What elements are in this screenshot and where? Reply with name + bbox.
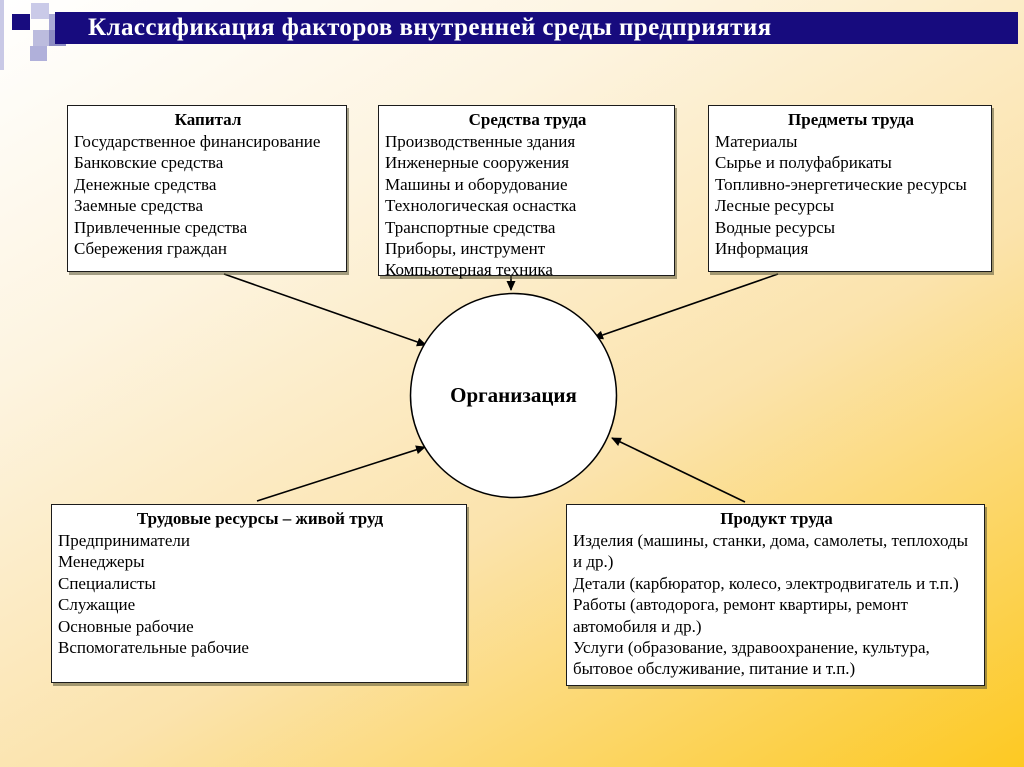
box-item: Машины и оборудование: [385, 174, 568, 194]
decor-square-light: [31, 3, 49, 19]
box-product-of-labor: Продукт труда Изделия (машины, станки, д…: [566, 504, 985, 686]
arrow-capital: [223, 273, 427, 347]
box-item: Заемные средства: [74, 196, 204, 216]
box-labor-resources: Трудовые ресурсы – живой труд Предприним…: [51, 504, 467, 683]
box-item: Менеджеры: [58, 552, 145, 572]
box-item: Информация: [715, 239, 809, 259]
box-item: Топливно-энергетические ресурсы: [715, 174, 967, 194]
decor-square-medium: [30, 46, 47, 61]
box-item: Вспомогательные рабочие: [58, 638, 249, 658]
slide-title: Классификация факторов внутренней среды …: [88, 14, 772, 41]
decor-square-navy: [12, 14, 30, 30]
box-title: Капитал: [174, 110, 242, 129]
box-item: Технологическая оснастка: [385, 196, 577, 216]
organization-circle: [409, 292, 618, 499]
box-item: Служащие: [58, 595, 136, 615]
box-item: Работы (автодорога, ремонт квартиры, рем…: [573, 595, 908, 636]
box-item: Денежные средства: [74, 174, 217, 194]
box-item: Изделия (машины, станки, дома, самолеты,…: [573, 531, 969, 572]
box-item: Детали (карбюратор, колесо, электродвига…: [573, 573, 959, 593]
arrow-labor-resources: [256, 445, 426, 502]
box-title: Трудовые ресурсы – живой труд: [136, 509, 384, 528]
box-objects-of-labor: Предметы труда Материалы Сырье и полуфаб…: [708, 105, 992, 272]
box-item: Специалисты: [58, 573, 156, 593]
box-title: Продукт труда: [720, 509, 833, 528]
box-item: Водные ресурсы: [715, 217, 836, 237]
box-item: Государственное финансирование: [74, 132, 321, 151]
organization-label: Организация: [450, 383, 577, 407]
arrow-product-of-labor: [611, 437, 746, 503]
box-item: Инженерные сооружения: [385, 153, 570, 173]
box-item: Предприниматели: [58, 531, 190, 550]
box-item: Материалы: [715, 132, 798, 151]
decor-square-medium: [33, 30, 49, 46]
box-item: Услуги (образование, здравоохранение, ку…: [573, 638, 930, 679]
box-item: Производственные здания: [385, 132, 576, 151]
box-item: Основные рабочие: [58, 616, 194, 636]
box-item: Сбережения граждан: [74, 239, 227, 259]
box-means-of-labor: Средства труда Производственные здания И…: [378, 105, 675, 279]
box-title: Средства труда: [468, 110, 587, 129]
title-bar: Классификация факторов внутренней среды …: [55, 12, 1018, 44]
box-item: Приборы, инструмент: [385, 239, 546, 259]
box-item: Банковские средства: [74, 153, 224, 173]
box-item: Лесные ресурсы: [715, 196, 834, 216]
decor-strip: [0, 0, 4, 70]
box-capital: Капитал Государственное финансирование Б…: [67, 105, 347, 272]
box-item: Транспортные средства: [385, 217, 556, 237]
box-title: Предметы труда: [788, 110, 914, 129]
arrow-objects-of-labor: [593, 273, 779, 340]
box-item: Сырье и полуфабрикаты: [715, 153, 892, 173]
box-item: Привлеченные средства: [74, 217, 248, 237]
box-item: Компьютерная техника: [385, 260, 553, 280]
